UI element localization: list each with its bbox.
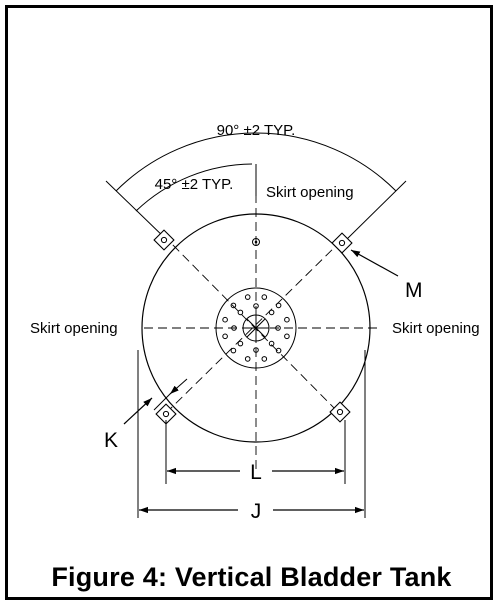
lug-ne [331, 232, 353, 254]
k-tick-arrow [169, 378, 188, 395]
j-label: J [251, 500, 262, 523]
bolt-holes [222, 294, 290, 362]
bolt-hole [231, 325, 237, 331]
k-label: K [104, 429, 118, 452]
lug-nw [153, 229, 175, 251]
center-flange [215, 287, 297, 369]
angle-45-label: 45° ±2 TYP. [155, 176, 234, 193]
skirt-opening-top-label: Skirt opening [266, 184, 354, 201]
bolt-hole [222, 333, 228, 340]
angle-arc-90-ext-right [344, 180, 407, 242]
angle-90-label: 90° ±2 TYP. [217, 122, 296, 139]
figure-frame [5, 5, 493, 600]
bolt-hole [230, 347, 237, 354]
bolt-hole [284, 316, 290, 323]
lug-sw [155, 403, 177, 425]
angle-arc-90 [115, 132, 397, 192]
l-label: L [250, 461, 262, 484]
dimension-extension-lines [137, 350, 366, 518]
m-leader [350, 249, 399, 277]
skirt-opening-right-label: Skirt opening [392, 320, 480, 337]
bolt-hole [253, 347, 259, 353]
bolt-hole [284, 333, 290, 340]
skirt-opening-left-label: Skirt opening [30, 320, 118, 337]
bolt-hole [275, 302, 282, 309]
lug-se [329, 401, 351, 423]
bolt-hole [253, 303, 259, 309]
bolt-hole [268, 309, 275, 316]
bolt-hole [261, 294, 268, 300]
angle-arc-90-ext-left [105, 180, 169, 242]
bolt-hole [244, 356, 251, 362]
bolt-hole [268, 340, 275, 347]
m-label: M [405, 279, 423, 302]
bolt-hole [237, 309, 244, 316]
bolt-hole [244, 294, 251, 300]
angle-arc-45 [135, 163, 253, 212]
bolt-hole [230, 302, 237, 309]
bolt-hole [222, 316, 228, 323]
bolt-hole [275, 347, 282, 354]
top-gauge [252, 238, 260, 246]
bolt-hole [261, 356, 268, 362]
bolt-hole [237, 340, 244, 347]
figure-caption: Figure 4: Vertical Bladder Tank [51, 562, 452, 592]
bolt-hole [275, 325, 281, 331]
